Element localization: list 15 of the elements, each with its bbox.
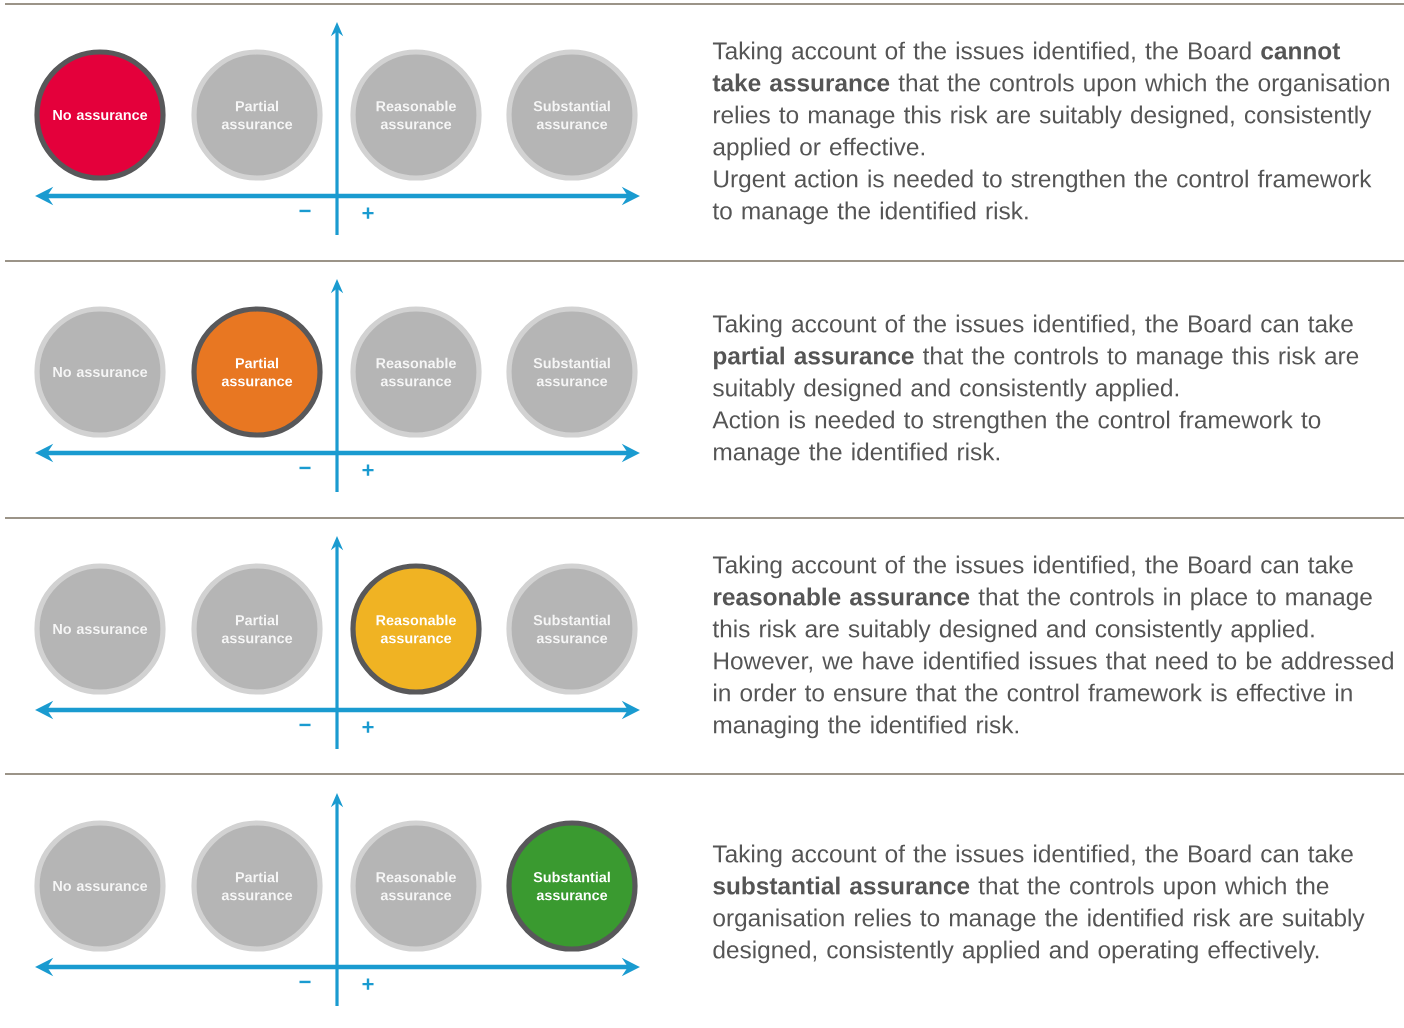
paragraph: Taking account of the issues identified, the Board cannot take assurance that the controls upon which the organisation relies to manage this risk are suitably designed, consistently applied or effective. — [712, 41, 1389, 161]
plus-sign: + — [362, 464, 374, 476]
paragraph: Action is needed to strengthen the control framework to manage the identified risk. — [712, 410, 1321, 466]
paragraph: Taking account of the issues identified, the Board can take reasonable assurance that the controls in place to manage this risk are suitably designed and consistently applied. — [712, 555, 1372, 643]
plus-sign: + — [362, 978, 374, 990]
minus-sign: − — [299, 466, 311, 470]
minus-sign: − — [299, 723, 311, 727]
plus-sign: + — [362, 207, 374, 219]
paragraph: Taking account of the issues identified, the Board can take substantial assurance that the controls upon which the organisation relies to manage the identified risk are suitably designed, consistently applied and operating effectively. — [712, 844, 1365, 964]
minus-sign: − — [299, 980, 311, 984]
plus-sign: + — [362, 721, 374, 733]
paragraph: Taking account of the issues identified, the Board can take partial assurance that the controls to manage this risk are suitably designed and consistently applied. — [712, 314, 1359, 402]
paragraph: However, we have identified issues that need to be addressed in order to ensure that the control framework is effective in managing the identified risk. — [714, 651, 1393, 739]
paragraph: Urgent action is needed to strengthen the control framework to manage the identified risk. — [712, 169, 1372, 225]
minus-sign: − — [299, 209, 311, 213]
